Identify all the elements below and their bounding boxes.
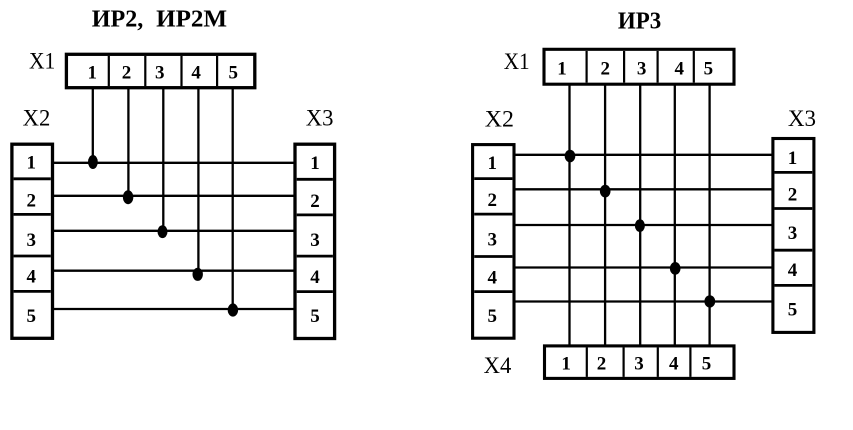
- svg-text:4: 4: [310, 267, 320, 288]
- svg-text:2: 2: [788, 184, 798, 205]
- svg-text:1: 1: [561, 353, 571, 374]
- svg-text:5: 5: [702, 353, 712, 374]
- svg-text:5: 5: [704, 59, 714, 80]
- svg-text:3: 3: [788, 223, 798, 244]
- svg-text:1: 1: [788, 148, 798, 169]
- svg-text:ИР3: ИР3: [618, 9, 661, 35]
- svg-text:X2: X2: [23, 106, 51, 131]
- svg-text:3: 3: [155, 62, 165, 83]
- svg-text:X1: X1: [29, 49, 55, 74]
- svg-text:X2: X2: [485, 106, 514, 131]
- svg-text:1: 1: [27, 152, 37, 173]
- svg-text:3: 3: [27, 230, 37, 251]
- svg-text:4: 4: [674, 59, 684, 80]
- svg-text:2: 2: [601, 59, 611, 80]
- svg-text:1: 1: [557, 59, 567, 80]
- svg-text:X3: X3: [306, 106, 334, 131]
- svg-text:4: 4: [788, 260, 798, 281]
- svg-text:2: 2: [27, 190, 37, 211]
- svg-text:1: 1: [488, 153, 498, 174]
- svg-text:4: 4: [191, 62, 201, 83]
- svg-text:4: 4: [669, 353, 679, 374]
- svg-text:2: 2: [597, 353, 607, 374]
- svg-text:1: 1: [88, 62, 98, 83]
- svg-text:X1: X1: [504, 49, 530, 74]
- svg-text:2: 2: [310, 191, 320, 212]
- svg-text:2: 2: [488, 190, 498, 211]
- svg-text:4: 4: [488, 267, 498, 288]
- svg-text:2: 2: [122, 62, 132, 83]
- svg-text:X3: X3: [788, 106, 816, 131]
- svg-text:3: 3: [634, 353, 644, 374]
- svg-text:3: 3: [488, 230, 498, 251]
- svg-text:3: 3: [310, 230, 320, 251]
- svg-text:ИР2М: ИР2М: [156, 6, 227, 32]
- svg-text:3: 3: [637, 59, 647, 80]
- svg-text:5: 5: [27, 306, 37, 327]
- svg-text:1: 1: [310, 153, 320, 174]
- svg-text:ИР2,: ИР2,: [92, 6, 144, 32]
- svg-text:5: 5: [788, 300, 798, 321]
- svg-text:5: 5: [310, 306, 320, 327]
- svg-text:4: 4: [27, 267, 37, 288]
- svg-text:5: 5: [229, 62, 239, 83]
- svg-text:X4: X4: [484, 353, 512, 378]
- svg-text:5: 5: [488, 306, 498, 327]
